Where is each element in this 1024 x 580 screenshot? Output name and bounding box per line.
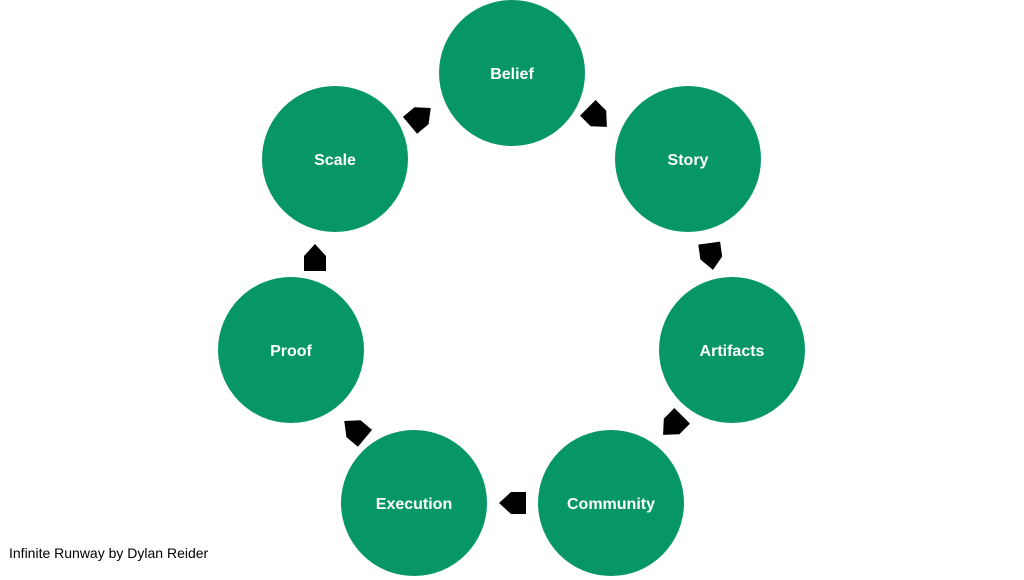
node-label: Artifacts: [700, 343, 765, 360]
node-label: Community: [567, 496, 655, 513]
credit-caption: Infinite Runway by Dylan Reider: [9, 545, 209, 561]
node-circle: [262, 86, 408, 232]
node-circle: [439, 0, 585, 146]
node-circle: [615, 86, 761, 232]
cycle-node-belief: Belief: [439, 0, 585, 146]
cycle-node-story: Story: [615, 86, 761, 232]
node-label: Story: [668, 152, 709, 169]
cycle-node-community: Community: [538, 430, 684, 576]
arrow-icon: [663, 408, 690, 435]
cycle-node-proof: Proof: [218, 277, 364, 423]
arrow-icon: [698, 241, 723, 270]
node-label: Belief: [490, 66, 534, 83]
arrow-icon: [499, 492, 526, 514]
node-circle: [538, 430, 684, 576]
node-circle: [659, 277, 805, 423]
node-circle: [218, 277, 364, 423]
node-label: Proof: [270, 343, 312, 360]
node-circle: [341, 430, 487, 576]
node-label: Execution: [376, 496, 452, 513]
cycle-node-execution: Execution: [341, 430, 487, 576]
arrow-icon: [304, 244, 326, 271]
arrow-icon: [344, 420, 373, 447]
cycle-node-scale: Scale: [262, 86, 408, 232]
arrow-icon: [580, 100, 607, 127]
arrow-icon: [402, 107, 431, 134]
cycle-node-artifacts: Artifacts: [659, 277, 805, 423]
node-label: Scale: [314, 152, 356, 169]
